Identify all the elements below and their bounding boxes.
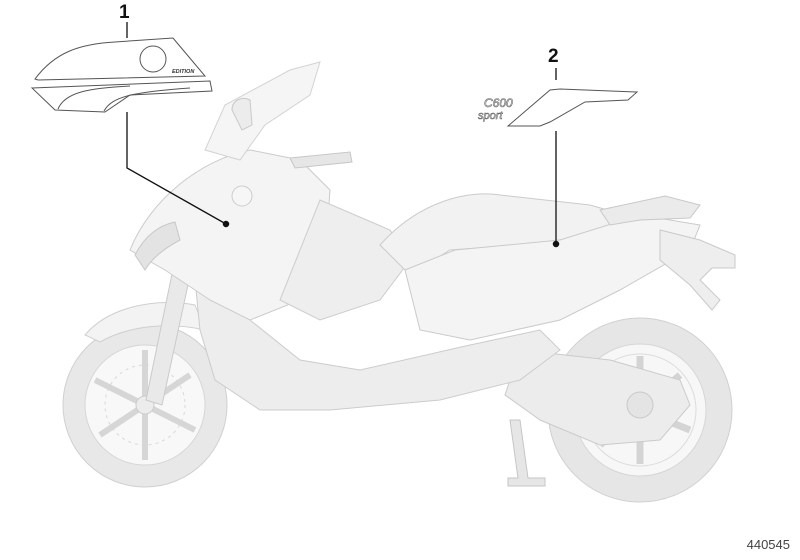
decal-2-illustration: C600 sport [478,88,639,127]
leader-1 [126,112,227,225]
license-bracket [659,229,736,311]
headlight [134,221,181,271]
front-wheel [62,322,228,488]
drawing-number: 440545 [746,537,790,552]
callout-number-1: 1 [119,2,130,23]
leader-1-dot [222,220,230,228]
decal-1-text: EDITION [172,69,195,75]
handlebar [289,151,353,169]
center-stand [507,419,546,487]
windscreen [204,61,321,161]
scooter-illustration [62,61,736,503]
decal-1-illustration: EDITION [30,37,213,113]
lower-body [194,278,561,411]
fairing-emblem [231,185,253,207]
decal-2-text-line1: C600 [484,96,513,110]
mirror [231,97,253,131]
decal-2-text-line2: sport [478,110,503,122]
callout-number-2: 2 [548,46,559,67]
leader-2-dot [552,240,560,248]
grab-rail [599,195,701,226]
swing-arm [504,349,691,446]
leader-lines [126,22,560,248]
